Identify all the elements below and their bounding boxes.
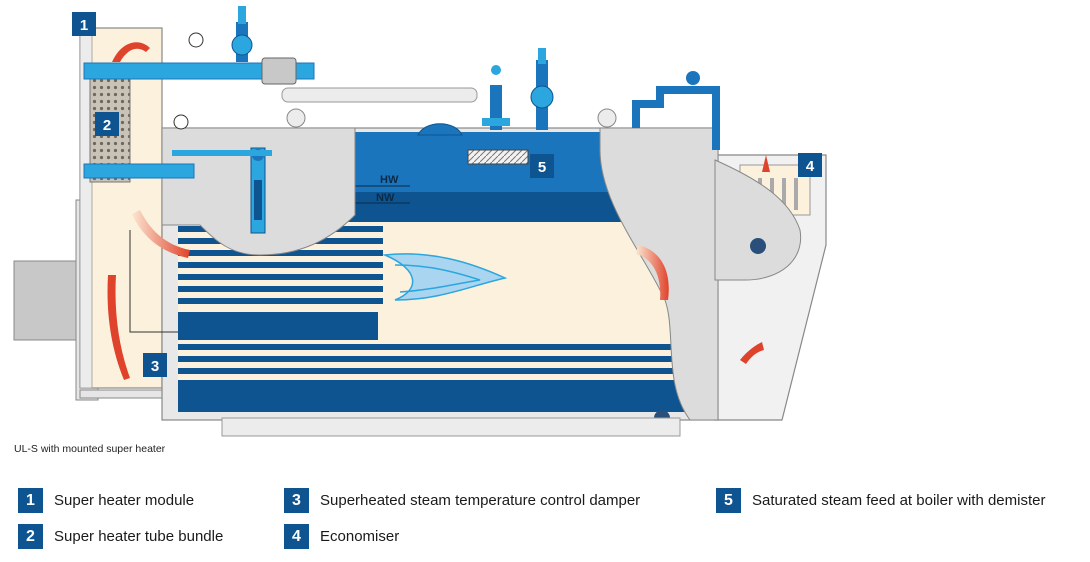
top-steam-pipe <box>281 87 478 103</box>
super-heater-header-upper <box>83 62 315 80</box>
pressure-gauge-lower <box>173 114 189 130</box>
callout-2: 2 <box>95 112 119 136</box>
boiler-diagram: HW NW <box>13 6 827 437</box>
svg-text:4: 4 <box>806 158 815 175</box>
legend-badge: 3 <box>284 488 309 513</box>
flow-arrow-4 <box>636 245 669 300</box>
legend-badge: 4 <box>284 524 309 549</box>
svg-text:2: 2 <box>103 117 111 134</box>
legend-badge: 1 <box>18 488 43 513</box>
legend-item-2: 2 Super heater tube bundle <box>18 524 223 549</box>
legend-badge: 5 <box>716 488 741 513</box>
rear-chamber-curve <box>714 159 802 281</box>
legend-item-3: 3 Superheated steam temperature control … <box>284 488 640 513</box>
legend-item-4: 4 Economiser <box>284 524 399 549</box>
svg-text:3: 3 <box>151 358 159 375</box>
flow-arrow-2 <box>132 210 190 258</box>
demister <box>467 149 529 165</box>
feed-water-valve <box>686 71 700 85</box>
base-skid <box>221 417 681 437</box>
water-level-column <box>250 147 266 234</box>
economiser-bypass-valve <box>750 238 766 254</box>
legend-label: Super heater tube bundle <box>54 528 224 545</box>
lifting-eye-left <box>286 108 306 128</box>
legend-item-5: 5 Saturated steam feed at boiler with de… <box>716 488 1045 513</box>
manhole-dome <box>417 123 463 136</box>
burner-flame-inner <box>394 264 481 293</box>
svg-text:5: 5 <box>538 159 546 176</box>
svg-text:1: 1 <box>80 17 88 34</box>
callout-4: 4 <box>798 153 822 177</box>
front-door-base <box>79 389 163 399</box>
flue-tube-bank-lower <box>178 344 708 386</box>
callout-1: 1 <box>72 12 96 36</box>
legend-badge: 2 <box>18 524 43 549</box>
callout-5: 5 <box>530 154 554 178</box>
flow-arrow-3 <box>107 275 130 380</box>
hw-label: HW <box>380 174 399 186</box>
legend-label: Superheated steam temperature control da… <box>320 492 641 509</box>
legend-label: Economiser <box>320 528 400 545</box>
steam-outlet-valve <box>482 65 510 130</box>
flow-arrow-6 <box>762 155 770 172</box>
nw-label: NW <box>376 192 395 204</box>
pressure-gauge-upper <box>188 32 204 48</box>
safety-valve-boiler <box>530 48 554 130</box>
legend-label: Saturated steam feed at boiler with demi… <box>752 492 1046 509</box>
super-heater-header-lower <box>83 163 195 179</box>
diagram-caption: UL-S with mounted super heater <box>14 443 166 455</box>
flow-arrow-5 <box>740 342 764 364</box>
front-fittings-header <box>172 150 272 156</box>
legend-item-1: 1 Super heater module <box>18 488 194 513</box>
superheater-valve-body <box>261 57 297 85</box>
callout-3: 3 <box>143 353 167 377</box>
burner <box>13 260 83 341</box>
lifting-eye-right <box>597 108 617 128</box>
legend-label: Super heater module <box>54 492 195 509</box>
callout-3-leader <box>129 230 178 333</box>
feed-water-pipe <box>632 86 720 150</box>
flow-arrow-1 <box>112 42 150 62</box>
water-bottom <box>178 386 708 412</box>
safety-valve-superheater <box>231 6 253 62</box>
